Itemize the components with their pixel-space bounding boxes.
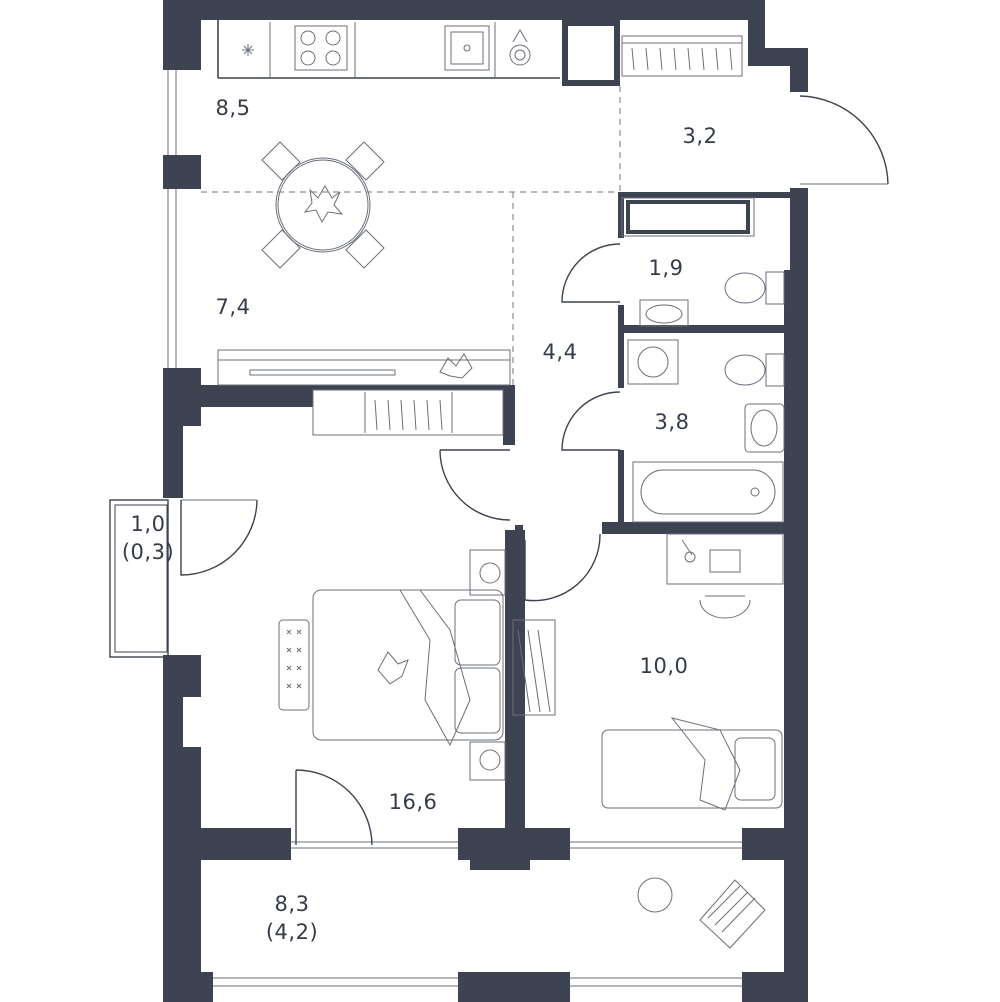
storage-room [621,35,889,185]
kitchen-area-label: 8,5 [215,96,251,120]
small-balcony-reduced-area: (0,3) [121,540,175,564]
large-balcony-area-label: 8,3 (4,2) [266,890,318,946]
wc-area-label: 1,9 [648,256,684,280]
bathroom-room [561,339,785,523]
large-balcony-reduced-area: (4,2) [265,920,319,944]
main-bedroom-furniture [278,549,556,781]
hall-area-label: 4,4 [542,340,578,364]
bathroom-area-label: 3,8 [654,410,690,434]
dining-table [261,141,385,269]
child-bedroom-furniture [601,533,784,811]
wc-room [561,197,785,327]
windows [167,70,742,987]
storage-area-label: 3,2 [682,124,718,148]
main-bedroom-area-label: 16,6 [388,790,438,814]
zone-dividers [201,86,621,385]
wardrobe-living [312,389,504,436]
child-bedroom-area-label: 10,0 [639,654,689,678]
large-balcony-area: 8,3 [274,892,310,916]
main-bedroom-door [295,769,373,846]
small-balcony-area-label: 1,0 (0,3) [122,510,174,566]
walls [163,0,808,1002]
small-balcony [109,499,258,658]
tv-stand [217,349,511,386]
large-balcony-furniture [637,877,766,949]
kitchen-counter [217,20,560,79]
hall-doors [439,449,601,602]
living-area-label: 7,4 [215,295,251,319]
small-balcony-area: 1,0 [130,512,166,536]
